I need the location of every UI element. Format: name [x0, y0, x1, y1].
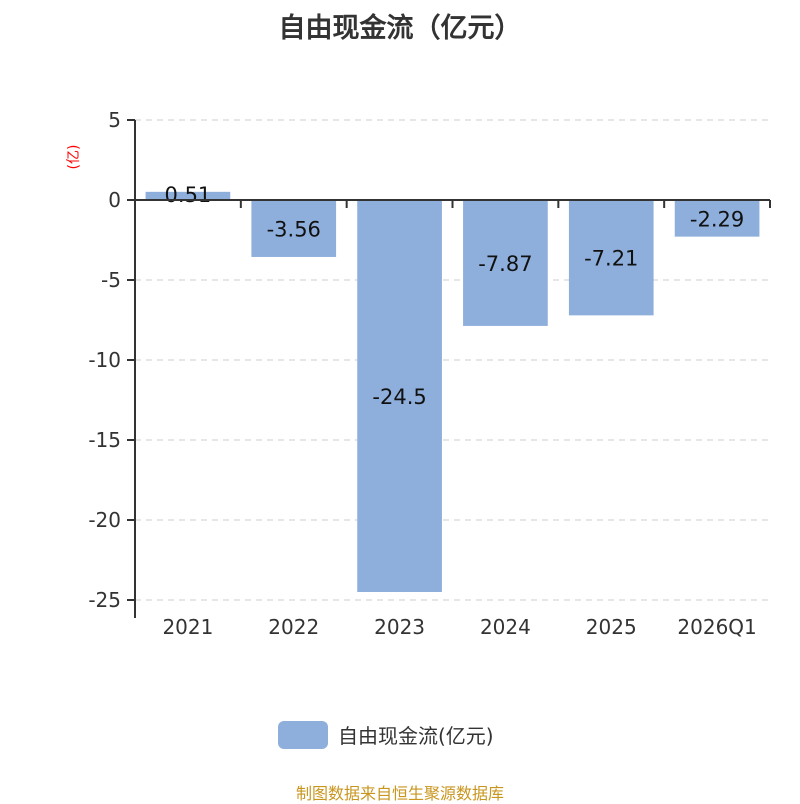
data-label: -7.87 [478, 252, 532, 276]
y-tick-label: -5 [101, 268, 121, 292]
y-tick-label: -25 [88, 588, 121, 612]
data-label: -24.5 [372, 385, 426, 409]
bar [463, 200, 548, 326]
data-label: -7.21 [584, 247, 638, 271]
bar [674, 200, 760, 237]
data-label: -3.56 [267, 217, 321, 241]
source-footer: 制图数据来自恒生聚源数据库 [295, 784, 504, 803]
chart-title: 自由现金流（亿元） [278, 13, 522, 44]
bar [145, 191, 231, 200]
y-tick-label: -15 [88, 428, 121, 452]
x-tick-label: 2023 [374, 615, 425, 639]
legend-label: 自由现金流(亿元) [338, 724, 494, 748]
legend-swatch [278, 720, 328, 749]
x-tick-label: 2026Q1 [677, 615, 756, 639]
bar [357, 200, 442, 592]
y-tick-label: -20 [88, 508, 121, 532]
data-label: -2.29 [690, 207, 744, 231]
x-tick-label: 2025 [586, 615, 637, 639]
y-tick-label: -10 [88, 348, 121, 372]
data-label: 0.51 [165, 183, 212, 207]
x-tick-label: 2022 [268, 615, 319, 639]
bar [568, 200, 654, 316]
bar [251, 200, 337, 257]
x-tick-label: 2024 [480, 615, 531, 639]
legend[interactable]: 自由现金流(亿元) [278, 720, 494, 749]
y-axis-label: (亿) [66, 145, 82, 170]
x-tick-label: 2021 [162, 615, 213, 639]
y-tick-label: 0 [108, 188, 121, 212]
y-tick-label: 5 [108, 108, 121, 132]
